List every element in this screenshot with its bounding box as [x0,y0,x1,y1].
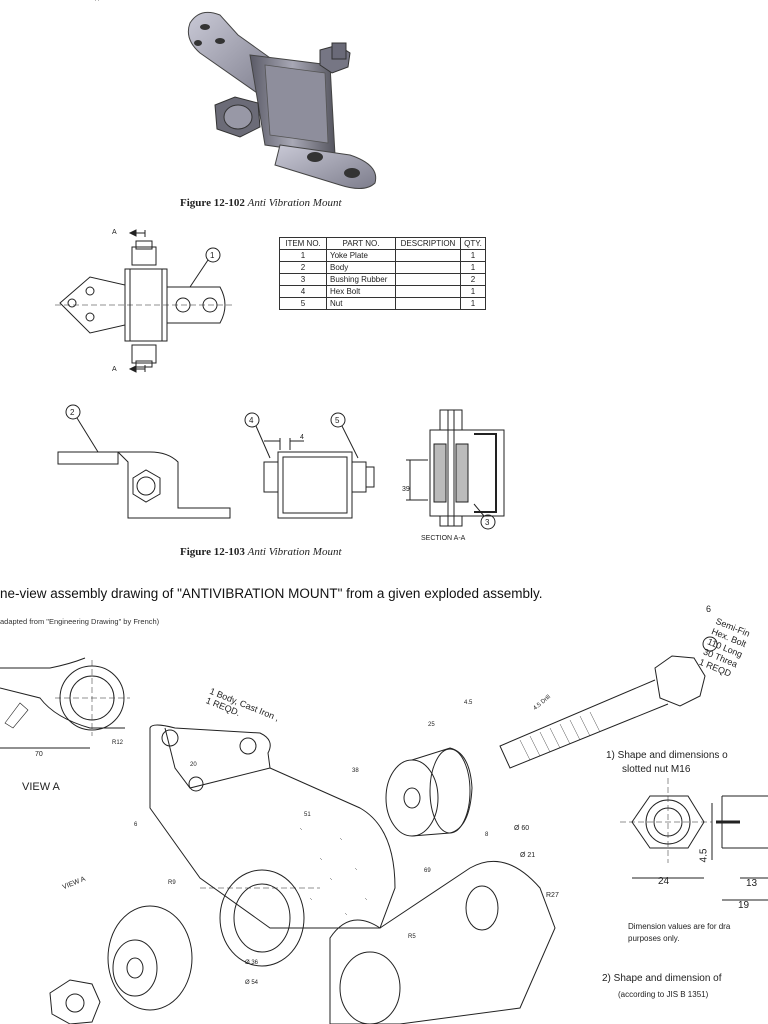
dimension-dia-36: Ø 36 [245,960,259,966]
figure-12-102-caption: Figure 12-102 Anti Vibration Mount [180,197,342,209]
balloon-1-text: 1 [210,251,215,260]
orthographic-views: 2 4 5 3 [57,404,505,530]
table-row: 5 Nut 1 [279,297,486,310]
section-a-a-label: SECTION A-A [421,535,466,542]
nut-dimension-24: 24 [658,876,670,887]
top-fragment: ' ' [95,0,99,6]
nut-subtitle: slotted nut M16 [622,764,691,775]
balloon-4-text: 4 [249,416,254,425]
table-row: 1 Yoke Plate 1 [279,249,486,262]
dimension-20: 20 [190,762,197,768]
bom-part-no: Nut [326,297,396,310]
bom-qty: 1 [460,261,486,274]
task-heading: ne-view assembly drawing of "ANTIVIBRATI… [0,586,543,601]
bom-item-no: 5 [279,297,327,310]
dimension-r27: R27 [546,892,559,899]
dimension-70: 70 [35,751,43,758]
nut-dimension-19: 19 [738,900,750,911]
bom-header-item: ITEM NO. [279,237,327,250]
bom-part-no: Hex Bolt [326,285,396,298]
balloon-5-text: 5 [335,416,340,425]
top-view-drawing: 1 [55,229,235,373]
view-a-label: VIEW A [22,781,60,793]
bill-of-materials: ITEM NO. PART NO. DESCRIPTION QTY. 1 Yok… [279,237,486,310]
bom-item-no: 2 [279,261,327,274]
dimension-4-5: 4.5 [464,700,473,706]
figure-number: Figure 12-102 [180,197,245,209]
bom-item-no: 4 [279,285,327,298]
bom-qty: 2 [460,273,486,286]
figure-title: Anti Vibration Mount [247,546,342,558]
dimension-dia-60: Ø 60 [514,825,530,832]
bom-item-no: 3 [279,273,327,286]
dimension-51: 51 [304,812,311,818]
nut-dimension-4-5: 4.5 [698,848,710,863]
dimension-4: 4 [300,434,304,441]
bom-header-part: PART NO. [326,237,396,250]
dimension-25: 25 [428,722,435,728]
dimension-r9: R9 [168,880,176,886]
dimension-8: 8 [485,832,489,838]
balloon-2-text: 2 [70,408,75,417]
dimension-dia-21: Ø 21 [520,852,536,859]
dimension-r12: R12 [112,740,124,746]
bom-qty: 1 [460,297,486,310]
nut-title: 1) Shape and dimensions o [606,750,728,761]
nut-note-2: purposes only. [628,934,680,943]
section-label-top: A [112,229,117,236]
task-source: adapted from "Engineering Drawing" by Fr… [0,617,160,626]
table-row: 4 Hex Bolt 1 [279,285,486,298]
bom-description [395,261,461,274]
table-row: 3 Bushing Rubber 2 [279,273,486,286]
bom-header-qty: QTY. [460,237,486,250]
bom-header-row: ITEM NO. PART NO. DESCRIPTION QTY. [279,237,486,250]
bom-part-no: Bushing Rubber [326,273,396,286]
dimension-69: 69 [424,868,431,874]
bom-description [395,273,461,286]
bom-item-no: 1 [279,249,327,262]
bom-header-description: DESCRIPTION [395,237,461,250]
bom-description [395,249,461,262]
bolt-balloon: 6 [706,604,712,614]
bom-description [395,297,461,310]
anti-vibration-mount-render [187,11,377,189]
section-label-bottom: A [112,366,117,373]
dimension-dia-54: Ø 54 [245,980,259,986]
dimension-39: 39 [402,486,410,493]
bom-description [395,285,461,298]
dimension-6: 6 [134,822,138,828]
pin-title: 2) Shape and dimension of [602,973,722,984]
dimension-r5: R5 [408,934,416,940]
table-row: 2 Body 1 [279,261,486,274]
exploded-assembly-drawing [0,636,768,1024]
bom-part-no: Yoke Plate [326,249,396,262]
balloon-3-text: 3 [485,518,490,527]
bom-qty: 1 [460,249,486,262]
dimension-38: 38 [352,768,359,774]
bom-part-no: Body [326,261,396,274]
figure-title: Anti Vibration Mount [247,197,342,209]
nut-dimension-13: 13 [746,878,758,889]
figure-12-103-caption: Figure 12-103 Anti Vibration Mount [180,546,342,558]
figure-number: Figure 12-103 [180,546,245,558]
pin-subtitle: (according to JIS B 1351) [618,990,709,999]
bom-qty: 1 [460,285,486,298]
nut-note: Dimension values are for dra [628,922,731,931]
